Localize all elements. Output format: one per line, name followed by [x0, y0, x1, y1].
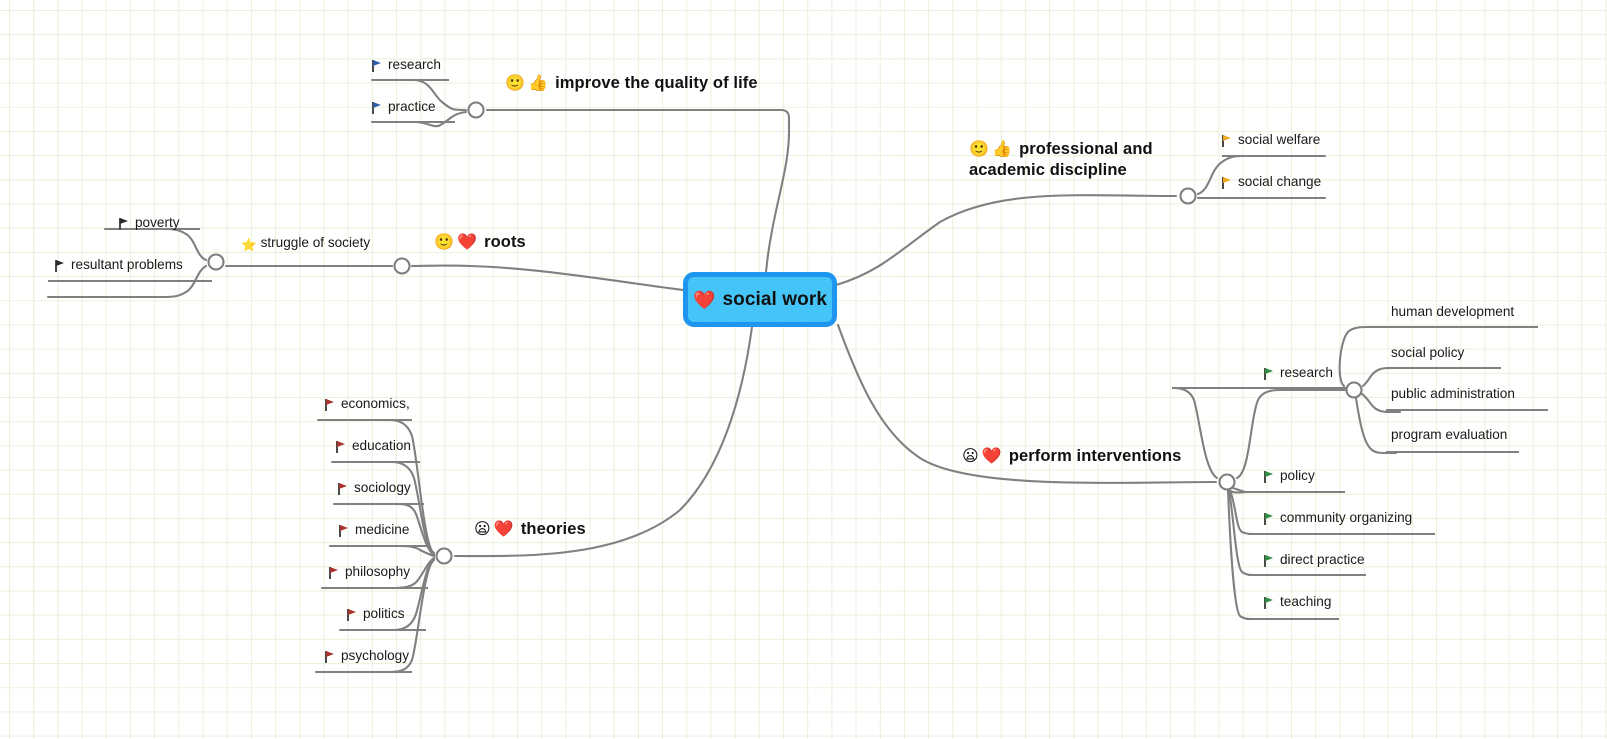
- branch-label-roots[interactable]: 🙂❤️ roots: [434, 232, 526, 253]
- flag-icon: [329, 567, 340, 579]
- branch-text: improve the quality of life: [555, 74, 758, 92]
- branch-label-improve-quality-of-life[interactable]: 🙂👍 improve the quality of life: [505, 73, 758, 94]
- leaf-label: philosophy: [345, 564, 410, 579]
- leaf-politics[interactable]: politics: [347, 607, 405, 622]
- branch-label-professional-academic-discipline[interactable]: 🙂👍professional and academic discipline: [969, 139, 1189, 182]
- leaf-label: politics: [363, 606, 405, 621]
- frowning-face-icon: 😦: [962, 448, 979, 465]
- leaf-label: research: [388, 57, 441, 72]
- smiley-icon: 🙂: [969, 141, 990, 158]
- frowning-face-icon: 😦: [474, 521, 491, 538]
- branch-label-theories[interactable]: 😦❤️ theories: [474, 519, 586, 540]
- flag-icon: [1222, 135, 1233, 147]
- leaf-label: teaching: [1280, 594, 1332, 609]
- flag-icon: [1264, 513, 1275, 525]
- branch-text: roots: [484, 233, 526, 251]
- leaf-program-evaluation[interactable]: program evaluation: [1391, 428, 1507, 443]
- leaf-human-development[interactable]: human development: [1391, 305, 1514, 320]
- leaf-struggle-of-society[interactable]: ⭐struggle of society: [241, 236, 370, 252]
- flag-icon: [1264, 597, 1275, 609]
- heart-icon: ❤️: [981, 448, 1002, 465]
- flag-icon: [1264, 471, 1275, 483]
- leaf-social-welfare[interactable]: social welfare: [1222, 133, 1320, 148]
- leaf-public-administration[interactable]: public administration: [1391, 387, 1515, 402]
- flag-icon: [372, 60, 383, 72]
- leaf-social-change[interactable]: social change: [1222, 175, 1321, 190]
- leaf-psychology[interactable]: psychology: [325, 649, 409, 664]
- flag-icon: [325, 399, 336, 411]
- flag-icon: [119, 218, 130, 230]
- leaf-label: practice: [388, 99, 436, 114]
- leaf-poverty[interactable]: poverty: [119, 216, 180, 231]
- branch-label-perform-interventions[interactable]: 😦❤️ perform interventions: [962, 446, 1181, 467]
- leaf-label: policy: [1280, 468, 1315, 483]
- heart-icon: ❤️: [692, 289, 716, 310]
- thumbs-up-icon: 👍: [992, 141, 1013, 158]
- leaf-label: education: [352, 438, 411, 453]
- leaf-label: psychology: [341, 648, 410, 663]
- flag-icon: [336, 441, 347, 453]
- leaf-label: economics,: [341, 396, 410, 411]
- leaf-label: human development: [1391, 304, 1515, 319]
- leaf-resultant-problems[interactable]: resultant problems: [55, 258, 183, 273]
- flag-icon: [325, 651, 336, 663]
- thumbs-up-icon: 👍: [528, 75, 549, 92]
- leaf-research-improve[interactable]: research: [372, 58, 441, 73]
- leaf-label: social welfare: [1238, 132, 1321, 147]
- leaf-label: sociology: [354, 480, 411, 495]
- branch-text: professional and academic discipline: [969, 140, 1153, 180]
- central-node[interactable]: ❤️ social work: [683, 272, 837, 327]
- leaf-label: poverty: [135, 215, 180, 230]
- leaf-label: program evaluation: [1391, 427, 1508, 442]
- leaf-social-policy[interactable]: social policy: [1391, 346, 1464, 361]
- leaf-label: research: [1280, 365, 1333, 380]
- leaf-label: social policy: [1391, 345, 1465, 360]
- flag-icon: [1264, 368, 1275, 380]
- central-node-label: social work: [722, 288, 828, 310]
- flag-icon: [339, 525, 350, 537]
- leaf-sociology[interactable]: sociology: [338, 481, 411, 496]
- leaf-practice-improve[interactable]: practice: [372, 100, 436, 115]
- smiley-icon: 🙂: [434, 234, 455, 251]
- flag-icon: [372, 102, 383, 114]
- leaf-philosophy[interactable]: philosophy: [329, 565, 410, 580]
- leaf-label: social change: [1238, 174, 1322, 189]
- heart-icon: ❤️: [493, 521, 514, 538]
- leaf-community-organizing[interactable]: community organizing: [1264, 511, 1412, 526]
- leaf-label: medicine: [355, 522, 410, 537]
- star-icon: ⭐: [241, 238, 257, 252]
- heart-icon: ❤️: [457, 234, 478, 251]
- leaf-label: community organizing: [1280, 510, 1413, 525]
- branch-text: perform interventions: [1008, 447, 1182, 465]
- flag-icon: [338, 483, 349, 495]
- leaf-medicine[interactable]: medicine: [339, 523, 409, 538]
- flag-icon: [1222, 177, 1233, 189]
- leaf-label: direct practice: [1280, 552, 1365, 567]
- flag-icon: [347, 609, 358, 621]
- leaf-education[interactable]: education: [336, 439, 411, 454]
- leaf-direct-practice[interactable]: direct practice: [1264, 553, 1365, 568]
- leaf-research-interventions[interactable]: research: [1264, 366, 1333, 381]
- flag-icon: [55, 260, 66, 272]
- leaf-label: resultant problems: [71, 257, 183, 272]
- leaf-policy[interactable]: policy: [1264, 469, 1315, 484]
- branch-text: theories: [520, 520, 586, 538]
- leaf-label: public administration: [1391, 386, 1515, 401]
- smiley-icon: 🙂: [505, 75, 526, 92]
- leaf-economics[interactable]: economics,: [325, 397, 410, 412]
- flag-icon: [1264, 555, 1275, 567]
- leaf-label: struggle of society: [260, 235, 371, 250]
- leaf-teaching[interactable]: teaching: [1264, 595, 1331, 610]
